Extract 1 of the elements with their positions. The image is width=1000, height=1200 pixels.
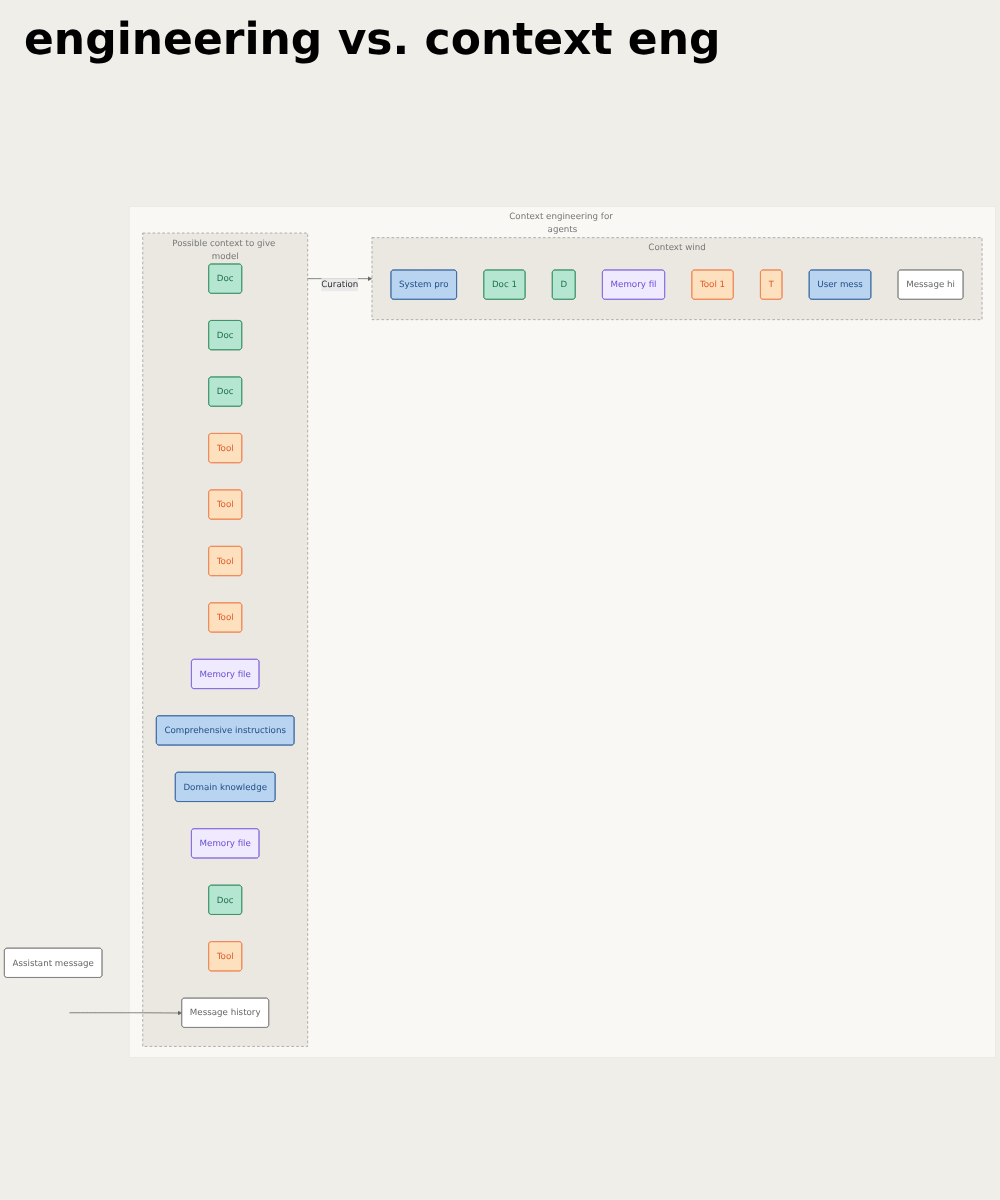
title: engineering vs. context eng <box>22 14 723 70</box>
